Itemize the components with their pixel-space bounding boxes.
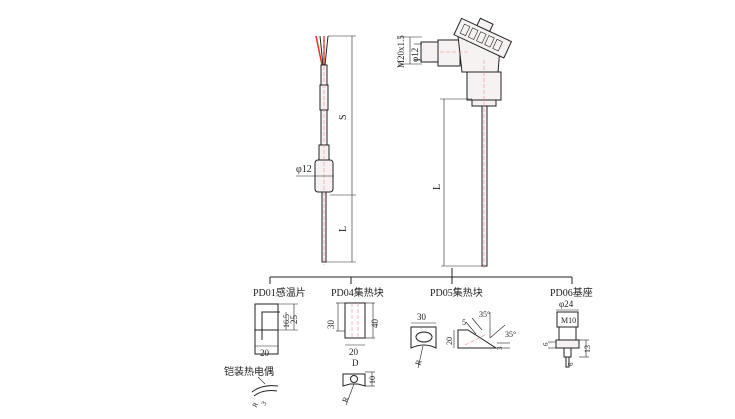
pd01-dim-h2: 16.5 [282,314,291,328]
dim-l: L [432,184,443,190]
pd05-dim-3: 3 [496,346,504,350]
dim-thread: M20x1.5 [396,35,406,68]
pd06-dim-6b: 6 [567,362,575,366]
dim-s: S [338,114,349,120]
pd04-dim-r: R [340,395,351,404]
dim-dia: φ12 [296,164,312,175]
pd04-dim-d: D [352,358,359,368]
pd01-title: PD01感温片 [253,286,306,299]
pd01-dim-h1: 25 [289,315,299,325]
pd01-dim-r: R [251,401,260,409]
pd06-dim-13: 13 [583,345,592,353]
dim-l: L [338,226,349,232]
pd04-dim-w: 20 [349,347,359,357]
pd04-title: PD04集热块 [331,286,384,299]
pd06-base: PD06基座 φ24 M10 6 13 6 [542,286,593,368]
pd05-dim-w: 30 [417,312,427,322]
pd05-dim-r: R [413,358,424,367]
sheathed-thermocouple: S L φ12 [296,35,356,265]
pd05-dim-h: 20 [445,337,454,345]
pd04-dim-10: 10 [368,376,377,384]
pd06-dim-thread: M10 [561,316,576,325]
pd05-dim-a2: 35° [505,330,516,339]
pd01-dim-3: 3 [260,400,269,407]
pd05-dim-a1: 35° [479,310,490,319]
pd04-dim-h1: 30 [326,320,336,330]
pd05-heat-block: PD05集热块 30 R 5 35° 35° 20 3 [410,286,516,369]
pd01-sensing-plate: PD01感温片 20 25 16.5 铠装热电偶 R 3 [224,286,306,409]
pd05-title: PD05集热块 [430,286,483,299]
pd06-dim-dia: φ24 [559,299,574,309]
pd06-title: PD06基座 [550,286,593,299]
options-bracket [269,268,573,284]
pd06-dim-6a: 6 [542,342,550,346]
pd04-heat-block: PD04集热块 30 40 20 D 10 R [326,286,384,406]
pd01-note: 铠装热电偶 [224,365,274,378]
dim-dia: φ12 [410,48,420,62]
head-thermocouple: M20x1.5 φ12 L [396,17,513,268]
pd04-dim-h2: 40 [370,319,380,329]
pd05-dim-5: 5 [462,318,466,327]
pd01-dim-w: 20 [260,348,270,358]
